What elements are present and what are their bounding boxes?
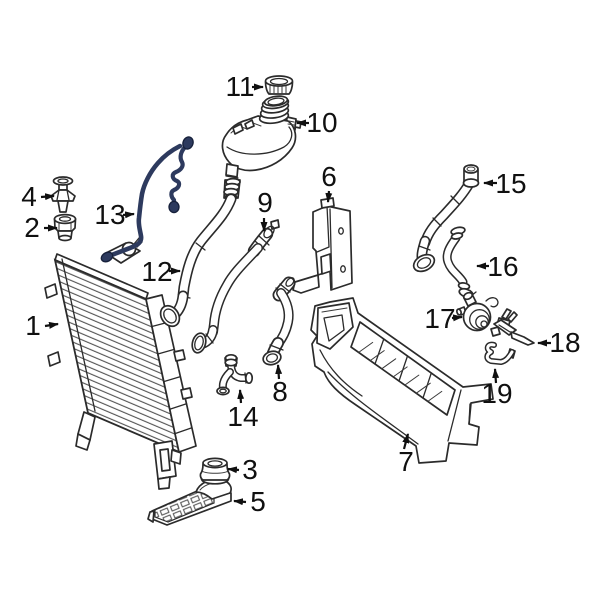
- callout-label-18: 18: [549, 327, 580, 358]
- callout-label-2: 2: [24, 212, 40, 243]
- side-bracket: [292, 197, 353, 294]
- mount-pin: [50, 176, 76, 213]
- callout-10: 10: [296, 107, 338, 138]
- callout-label-19: 19: [481, 378, 512, 409]
- callout-7: 7: [398, 433, 414, 477]
- callout-label-12: 12: [141, 256, 172, 287]
- callout-label-5: 5: [250, 486, 266, 517]
- callout-label-6: 6: [321, 161, 337, 192]
- clamp-bracket-19: [484, 341, 516, 365]
- callout-18: 18: [537, 327, 581, 358]
- callout-11: 11: [225, 71, 264, 102]
- callout-label-15: 15: [495, 168, 526, 199]
- callout-8: 8: [272, 364, 288, 407]
- callout-4: 4: [21, 181, 55, 212]
- callout-12: 12: [141, 256, 181, 287]
- callouts: 1 2 3 4 5 6 7 8: [21, 71, 580, 517]
- callout-16: 16: [476, 251, 519, 282]
- callout-15: 15: [483, 168, 527, 199]
- lower-support-bracket: [147, 478, 232, 526]
- callout-label-7: 7: [398, 446, 414, 477]
- reservoir-hose: [159, 193, 237, 328]
- fitting-18: [490, 308, 535, 346]
- coolant-hose-8: [262, 276, 296, 366]
- callout-19: 19: [481, 368, 513, 409]
- connector-hose-14: [216, 353, 254, 396]
- vent-hose-highlighted: [100, 136, 194, 263]
- callout-label-17: 17: [424, 303, 455, 334]
- callout-9: 9: [257, 187, 273, 232]
- auxiliary-water-pump: [456, 291, 499, 332]
- callout-2: 2: [24, 212, 58, 243]
- callout-label-1: 1: [25, 310, 41, 341]
- coolant-hose-9: [191, 219, 280, 354]
- callout-1: 1: [25, 310, 59, 341]
- callout-label-4: 4: [21, 181, 37, 212]
- callout-5: 5: [233, 486, 266, 517]
- callout-14: 14: [227, 389, 259, 432]
- callout-6: 6: [321, 161, 337, 203]
- coolant-hose-15: [412, 164, 480, 273]
- callout-17: 17: [424, 303, 463, 334]
- callout-label-10: 10: [306, 107, 337, 138]
- callout-label-13: 13: [94, 199, 125, 230]
- air-guide-shutter: [310, 297, 494, 464]
- callout-label-3: 3: [242, 454, 258, 485]
- rubber-mount: [199, 457, 231, 485]
- callout-label-8: 8: [272, 376, 288, 407]
- reservoir-cap: [264, 75, 294, 95]
- callout-label-14: 14: [227, 401, 258, 432]
- grommet-nut: [53, 213, 77, 242]
- callout-3: 3: [227, 454, 258, 485]
- callout-label-9: 9: [257, 187, 273, 218]
- callout-label-11: 11: [225, 71, 254, 102]
- callout-13: 13: [94, 199, 135, 230]
- callout-label-16: 16: [487, 251, 518, 282]
